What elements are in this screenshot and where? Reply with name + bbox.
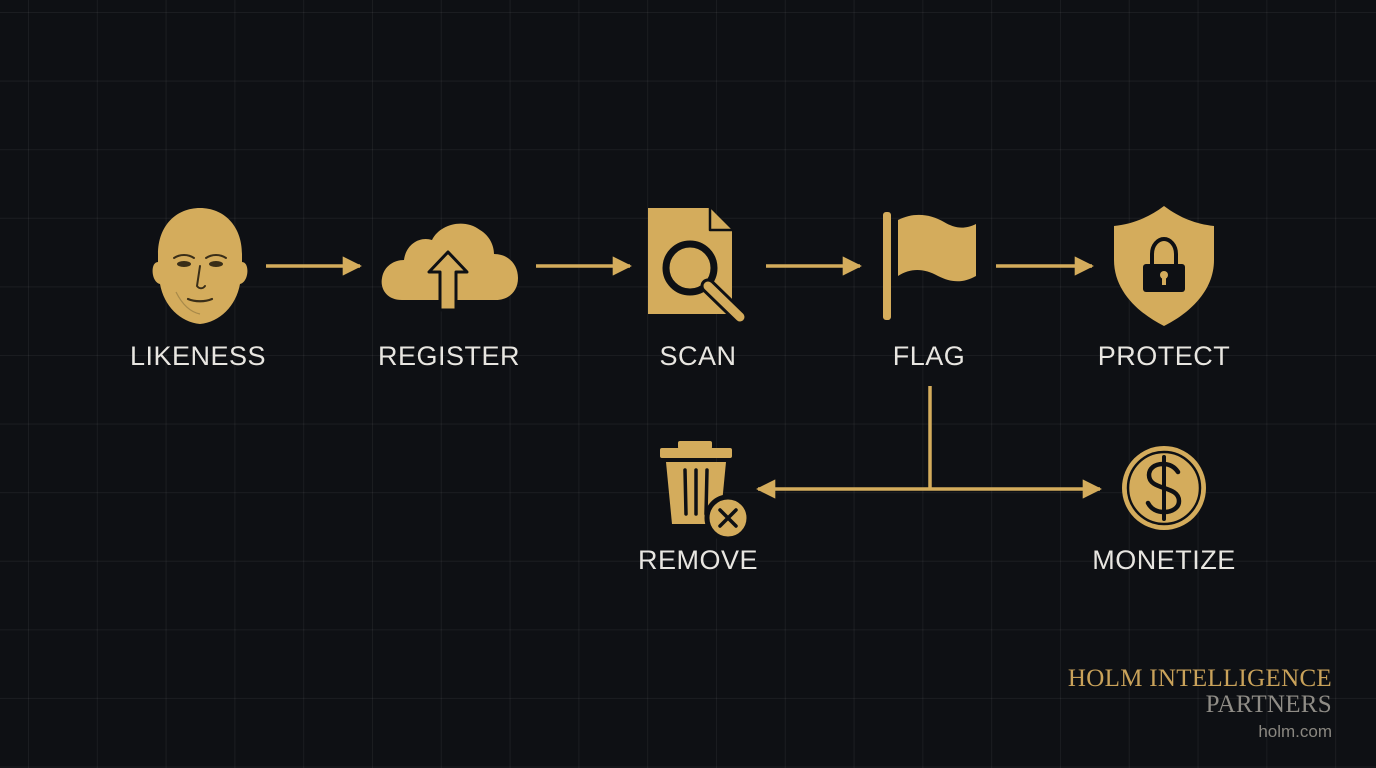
shield-lock-icon (1114, 206, 1214, 326)
document-search-icon (648, 208, 749, 326)
step-label-scan: SCAN (659, 341, 737, 371)
face-icon (152, 208, 248, 324)
outcome-label-remove: REMOVE (637, 545, 759, 575)
trash-remove-icon (660, 441, 752, 542)
brand-name-line2: PARTNERS (1205, 691, 1332, 718)
flag-icon (883, 212, 976, 320)
step-label-protect: PROTECT (1097, 341, 1231, 371)
brand-name-line1: HOLM INTELLIGENCE (1067, 665, 1332, 692)
cloud-upload-icon (381, 223, 518, 312)
brand-url: holm.com (1258, 722, 1332, 741)
dollar-coin-icon (1122, 446, 1206, 530)
step-label-flag: FLAG (892, 341, 966, 371)
outcome-label-monetize: MONETIZE (1092, 545, 1236, 575)
brand-block: HOLM INTELLIGENCE PARTNERS holm.com (1068, 666, 1332, 740)
step-label-register: REGISTER (377, 341, 521, 371)
step-label-likeness: LIKENESS (129, 341, 267, 371)
